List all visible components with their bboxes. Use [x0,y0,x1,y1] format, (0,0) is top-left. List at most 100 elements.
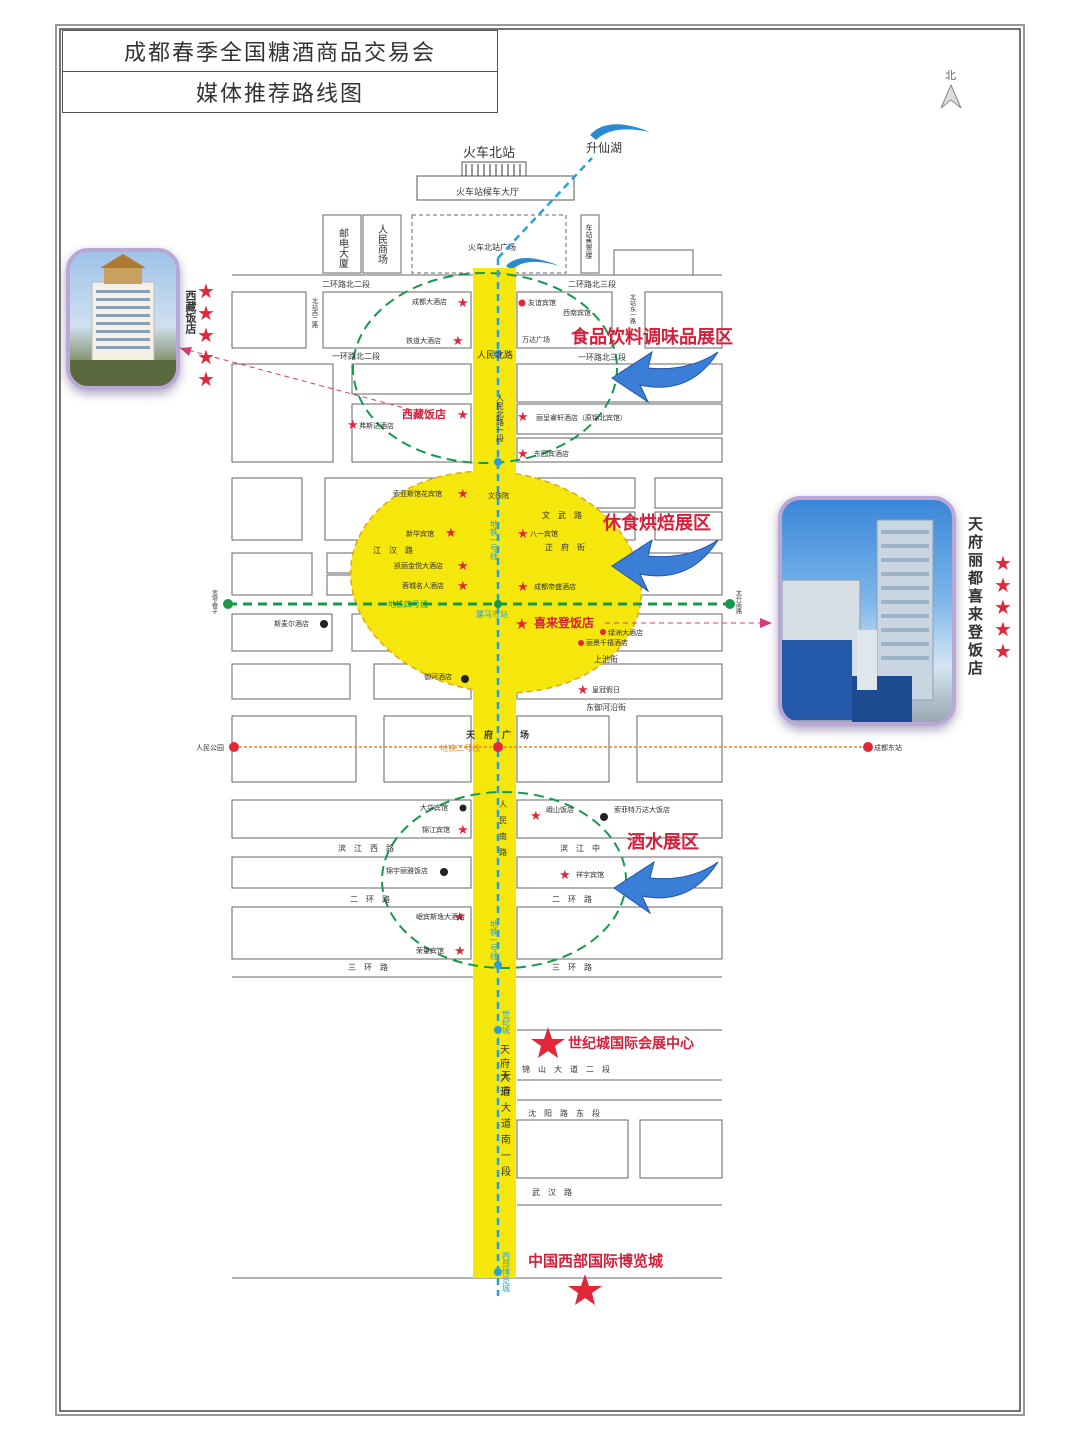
star-icon: ★ [457,579,469,594]
hotel-railway: 铁道大酒店 [406,336,441,345]
lake-icon [590,124,650,140]
main-avenue [473,268,516,1278]
star-icon: ★ [457,823,469,838]
hotel-markers: ★ 成都大酒店 ★ 铁道大酒店 友谊宾馆 西南宾馆 万达广场 ★ 西藏饭店 ★ … [274,296,670,959]
right-hotel-name: 天府丽都喜来登饭店 [966,516,984,678]
star-icon: ★ [454,910,466,925]
metro-to-lake [497,157,593,259]
star-icon: ★ [994,639,1012,663]
hotel-lvjing: 绿洲大酒店 [608,628,643,637]
hotel-jinkaiyue: 凯丽金悦大酒店 [394,561,443,570]
title-line-2: 媒体推荐路线图 [62,71,498,113]
star-icon: ★ [452,334,464,349]
station-tianfu-marker [493,742,503,752]
landmark-post: 邮电大厦 [337,227,349,268]
road-wenwu: 文 武 路 [542,510,582,520]
road-north-st-right: 北站东一路 [629,293,636,325]
hotel-jinping: 锦宇丽雅饭店 [386,866,428,875]
star-icon: ★ [515,615,528,633]
star-icon: ★ [197,279,215,303]
lake-label: 升仙湖 [586,140,622,155]
zone-1-boundary [352,272,618,464]
station-east-marker [725,599,735,609]
station-square-label: 火车北站广场 [468,242,516,252]
star-icon: ★ [197,323,215,347]
road-renmin-north-1: 人民北路一段 [496,394,505,443]
road-ring2-north-3: 二环路北三段 [568,279,616,289]
dot-marker [440,868,448,876]
dot-marker [459,804,467,812]
metro-east-label: 太升南路 [735,589,742,615]
title-line-1: 成都春季全国糖酒商品交易会 [62,30,498,72]
road-north-st-left: 北站西二路 [311,297,318,329]
arrow-icon-zone-3 [613,860,719,915]
zone-2-label: 休食烘焙展区 [602,512,711,534]
metro-expo-label: 西部博览城 [502,1252,511,1293]
hotel-lichen: 丽呈睿轩酒店（原锦北宾馆） [536,413,627,422]
hotel-friendship: 友谊宾馆 [528,298,556,307]
road-ring3-right: 三 环 路 [552,962,592,972]
star-icon: ★ [197,367,215,391]
hotel-xinhua: 新华宾馆 [406,529,434,538]
metro-stop-wenshu [494,458,502,466]
landmark-ticket: 车站售票楼 [585,223,593,260]
station-chengdu-east-marker [863,742,873,752]
star-icon: ★ [517,580,529,595]
star-icon-expo-city [568,1274,602,1305]
road-renmin-south: 人民南路 [499,800,508,864]
north-arrow-icon [940,83,962,109]
road-zhengfu: 正 府 街 [545,542,585,552]
pointer-left [179,347,413,411]
railway-station-building [416,161,575,201]
metro-line-2-label: 地铁二号线 [440,743,480,753]
metro-line-1-label-2: 地铁一号线 [490,919,499,960]
star-icon: ★ [517,410,529,425]
hotel-dahuashi: 大华宾馆 [420,803,448,812]
hotel-xizang-west: 斯麦尔酒店 [274,619,309,628]
hotel-bayi: 八一宾馆 [530,529,558,538]
star-icon: ★ [530,809,542,824]
hotel-qiaoshe: 荣量宾馆 [416,946,444,955]
metro-line-1-label: 地铁一号线 [490,519,499,560]
photo-tibet-hotel [66,248,180,390]
star-icon: ★ [994,595,1012,619]
station-label: 火车北站 [463,145,515,161]
metro-luomashi-label: 骡马市站 [476,609,508,619]
star-icon-century-center [531,1027,565,1058]
road-tianfu-ave-south: 天府大道南一段 [499,1070,511,1182]
title-text-2: 媒体推荐路线图 [195,82,364,107]
station-hall-label: 火车站候车大厅 [456,186,519,198]
hotel-huangguan: 皇冠假日 [592,685,620,694]
metro-chengdu-east-label: 成都东站 [874,743,902,752]
right-hotel-stars: ★ ★ ★ ★ ★ [994,552,1012,662]
hotel-tibet: 西藏饭店 [402,407,446,421]
hotel-rongcheng: 蓉城名人酒店 [402,581,444,590]
dot-marker [600,813,608,821]
tibet-hotel-building-icon [70,254,176,386]
metro-stop-century [494,1026,502,1034]
star-icon: ★ [994,573,1012,597]
outer-frame [55,24,1025,1416]
hotel-diguo: 成都帝盛酒店 [534,582,576,591]
zone-3-label: 酒水展区 [627,831,699,853]
road-ring1-north-3: 一环路北三段 [578,352,626,362]
road-ring2-right: 二 环 路 [552,894,592,904]
hotel-wanda: 万达广场 [522,335,550,344]
dot-marker [600,629,606,635]
star-icon: ★ [457,487,469,502]
north-label: 北 [945,69,956,82]
road-tianfu-square: 天 府 广 场 [466,729,529,741]
road-dongyu: 东御河沿街 [586,702,626,712]
hotel-fusijie: 弗斯达酒店 [359,421,394,430]
star-icon: ★ [454,944,466,959]
hotel-dongfang: 东园宾酒店 [534,449,569,458]
hotel-xilaideng: 喜来登饭店 [534,615,594,630]
hotel-jinjiang: 锦江宾馆 [422,825,450,834]
road-ring3-left: 三 环 路 [348,962,388,972]
hotel-lvjing2: 丽景千禧酒店 [586,638,628,647]
hotel-xinan: 西南宾馆 [563,308,591,317]
dot-marker [320,620,328,628]
expo-city-label: 中国西部国际博览城 [528,1252,663,1270]
road-shenyang: 沈 阳 路 东 段 [528,1108,600,1118]
